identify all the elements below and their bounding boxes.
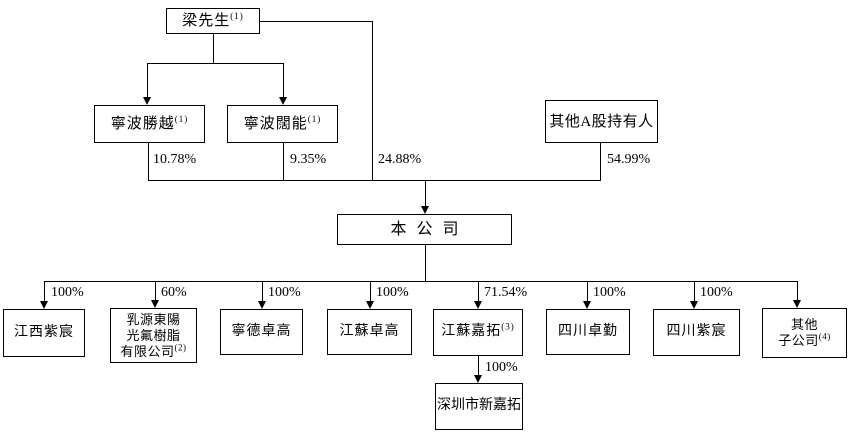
node-other-subsidiaries: 其他 子公司(4) [762, 308, 847, 358]
node-label: 梁先生(1) [182, 11, 244, 30]
node-label: 寧波闊能(1) [243, 114, 322, 133]
footnote-marker: (3) [501, 321, 515, 332]
node-ningbo-shengyue: 寧波勝越(1) [94, 105, 205, 143]
node-sichuan-zhuoqin: 四川卓勤 [546, 309, 630, 355]
edge-shareholders-collector [148, 180, 601, 181]
node-label-line1: 其他 [790, 317, 818, 332]
arrowhead-into-sichuanzc [690, 301, 698, 309]
node-label-line3: 有限公司(2) [120, 342, 187, 359]
edge-subsidiaries-collector [44, 281, 798, 282]
node-label: 寧波勝越(1) [110, 114, 189, 133]
edge-to-jiangsujt-stem [478, 281, 479, 301]
ownership-pct-ningde: 100% [268, 285, 301, 300]
node-label: 寧德卓高 [231, 323, 292, 339]
ownership-pct-liang-direct: 24.88% [378, 152, 422, 167]
node-label: 本公司 [390, 220, 469, 238]
arrowhead-into-jiangsuzg [366, 301, 374, 309]
ownership-pct-jiangsu-zhuogao: 100% [376, 285, 409, 300]
node-mr-liang: 梁先生(1) [166, 8, 260, 34]
node-other-a-shareholders: 其他A股持有人 [545, 100, 658, 143]
edge-liang-downstem [213, 33, 214, 63]
node-label-line1: 乳源東陽 [126, 311, 181, 327]
arrowhead-into-othersubs [793, 300, 801, 308]
node-label: 江西紫宸 [14, 324, 74, 340]
edge-to-shengyue-stem [147, 63, 148, 97]
arrowhead-into-sichuanzq [583, 301, 591, 309]
footnote-marker: (4) [818, 331, 831, 342]
node-sichuan-zichen: 四川紫宸 [653, 309, 740, 356]
footnote-marker: (1) [174, 114, 189, 124]
edge-kuoneng-downstem [283, 143, 284, 181]
edge-liang-split-horizontal [147, 63, 284, 64]
edge-liang-direct-vertical [372, 21, 373, 181]
edge-to-sichuanzq-stem [587, 281, 588, 301]
edge-to-ningde-stem [262, 281, 263, 301]
node-jiangxi-zichen: 江西紫宸 [3, 309, 85, 357]
arrowhead-into-ningde [258, 301, 266, 309]
ownership-pct-jiangxi: 100% [51, 285, 84, 300]
node-label: 江蘇卓高 [339, 323, 400, 339]
node-jiangsu-zhuogao: 江蘇卓高 [327, 309, 412, 355]
node-label-line2: 子公司(4) [778, 331, 831, 348]
footnote-marker: (1) [230, 11, 244, 21]
arrowhead-into-jiangxi [40, 301, 48, 309]
node-label: 深圳市新嘉拓 [437, 398, 521, 414]
arrowhead-into-jiangsujt [474, 301, 482, 309]
edge-company-downstem [425, 245, 426, 281]
edge-to-othersubs-stem [797, 281, 798, 300]
edge-to-shenzhen-stem [478, 356, 479, 375]
edge-to-jiangxi-stem [44, 281, 45, 301]
footnote-marker: (2) [174, 342, 187, 353]
node-ruyuan-dongyangguang: 乳源東陽 光氟樹脂 有限公司(2) [110, 308, 197, 363]
edge-othera-downstem [600, 143, 601, 181]
node-company: 本公司 [337, 214, 512, 245]
ownership-pct-kuoneng: 9.35% [290, 152, 327, 167]
arrowhead-into-shenzhen [474, 375, 482, 383]
edge-to-ruyuan-stem [155, 281, 156, 300]
node-label: 其他A股持有人 [549, 113, 654, 130]
node-label: 江蘇嘉拓(3) [441, 321, 515, 340]
arrowhead-into-company [421, 206, 429, 214]
node-label: 四川卓勤 [558, 323, 618, 339]
footnote-marker: (1) [307, 114, 322, 124]
ownership-pct-jiangsu-jiatuo: 71.54% [484, 285, 528, 300]
node-label-line2: 光氟樹脂 [126, 327, 181, 343]
edge-to-jiangsuzg-stem [370, 281, 371, 301]
node-ningde-zhuogao: 寧德卓高 [220, 309, 303, 355]
edge-shengyue-downstem [148, 143, 149, 181]
arrowhead-into-kuoneng [279, 97, 287, 105]
arrowhead-into-shengyue [143, 97, 151, 105]
edge-to-sichuanzc-stem [694, 281, 695, 301]
arrowhead-into-ruyuan [151, 300, 159, 308]
node-ningbo-kuoneng: 寧波闊能(1) [227, 105, 338, 143]
ownership-pct-sichuan-zhuoqin: 100% [593, 285, 626, 300]
edge-into-company-stem [425, 180, 426, 206]
node-jiangsu-jiatuo: 江蘇嘉拓(3) [433, 309, 523, 356]
edge-to-kuoneng-stem [283, 63, 284, 97]
ownership-pct-shengyue: 10.78% [153, 152, 197, 167]
ownership-pct-shenzhen: 100% [485, 360, 518, 375]
node-label: 四川紫宸 [666, 324, 727, 340]
ownership-pct-sichuan-zichen: 100% [700, 285, 733, 300]
ownership-pct-ruyuan: 60% [161, 285, 187, 300]
ownership-pct-other-a: 54.99% [607, 152, 651, 167]
node-shenzhen-xinjiatuo: 深圳市新嘉拓 [435, 383, 523, 430]
edge-liang-right-horizontal [260, 21, 373, 22]
